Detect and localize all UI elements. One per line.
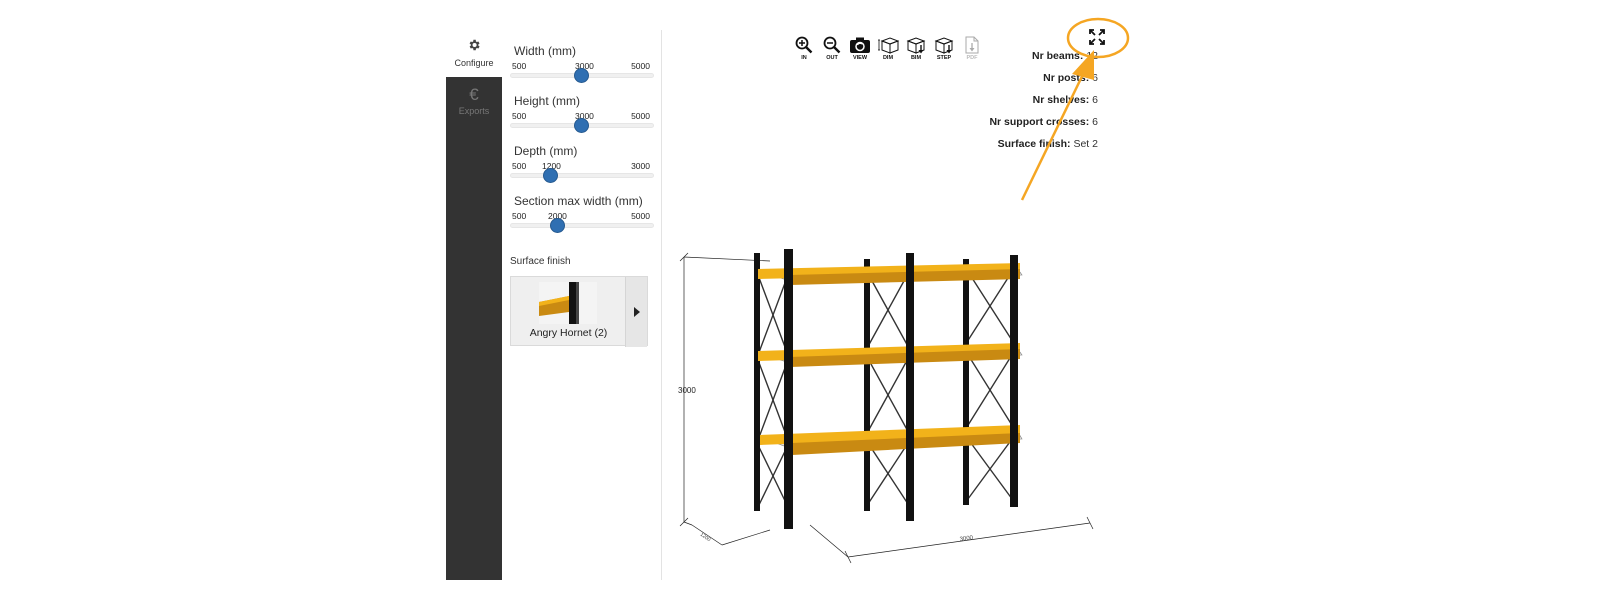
surface-finish-label: Surface finish xyxy=(510,256,571,267)
section-width-slider-group: Section max width (mm) 500 2000 5000 xyxy=(510,194,654,233)
step-button[interactable]: STEP xyxy=(932,36,956,61)
section-width-slider-title: Section max width (mm) xyxy=(514,194,643,208)
stat-beams-value: 12 xyxy=(1086,50,1098,62)
camera-icon xyxy=(850,37,870,53)
pdf-button[interactable]: PDF xyxy=(960,36,984,61)
width-max-label: 5000 xyxy=(631,61,650,71)
section-width-value-label: 2000 xyxy=(548,211,567,221)
height-slider-title: Height (mm) xyxy=(514,94,581,108)
stat-beams-label: Nr beams: xyxy=(1032,50,1084,62)
bim-label: BIM xyxy=(910,55,922,61)
euro-icon: € xyxy=(469,85,479,104)
height-min-label: 500 xyxy=(512,111,527,121)
zoom-out-button[interactable]: OUT xyxy=(820,36,844,61)
surface-finish-next-button[interactable] xyxy=(625,277,647,347)
height-slider-group: Height (mm) 500 3000 5000 xyxy=(510,94,654,133)
stat-surface-finish-label: Surface finish: xyxy=(997,138,1071,150)
width-min-label: 500 xyxy=(512,61,527,71)
gear-icon xyxy=(446,38,502,56)
depth-min-label: 500 xyxy=(512,161,527,171)
bim-download-icon xyxy=(906,37,926,54)
tab-exports-label: Exports xyxy=(458,106,490,116)
height-slider[interactable] xyxy=(510,118,654,133)
section-width-min-label: 500 xyxy=(512,211,527,221)
view-button[interactable]: VIEW xyxy=(848,36,872,61)
rack-3d-viewer[interactable]: 3000 3000 1200 xyxy=(670,245,1110,565)
depth-slider-title: Depth (mm) xyxy=(514,144,578,158)
stat-posts-label: Nr posts: xyxy=(1043,72,1090,84)
height-max-label: 5000 xyxy=(631,111,650,121)
zoom-out-label: OUT xyxy=(826,55,838,61)
stat-surface-finish-value: Set 2 xyxy=(1073,138,1098,150)
bim-button[interactable]: BIM xyxy=(904,36,928,61)
stat-support-crosses-value: 6 xyxy=(1092,116,1098,128)
depth-value-label: 1200 xyxy=(542,161,561,171)
stat-beams: Nr beams: 12 xyxy=(989,50,1098,72)
sidebar: Configure € Exports xyxy=(446,0,502,580)
depth-max-label: 3000 xyxy=(631,161,650,171)
stat-posts: Nr posts: 6 xyxy=(989,72,1098,94)
pdf-download-icon xyxy=(965,36,979,54)
surface-finish-thumbnail xyxy=(539,282,597,324)
zoom-out-icon xyxy=(823,36,841,54)
configuration-stats: Nr beams: 12 Nr posts: 6 Nr shelves: 6 N… xyxy=(989,50,1098,160)
width-value-label: 3000 xyxy=(575,61,594,71)
height-dimension-label: 3000 xyxy=(678,386,696,395)
width-slider[interactable] xyxy=(510,68,654,83)
tab-exports[interactable]: € Exports xyxy=(446,86,502,132)
surface-finish-name: Angry Hornet (2) xyxy=(529,327,608,339)
width-dimension-label: 3000 xyxy=(959,535,974,543)
zoom-in-icon xyxy=(795,36,813,54)
width-slider-group: Width (mm) 500 3000 5000 xyxy=(510,44,654,83)
stat-shelves-value: 6 xyxy=(1092,94,1098,106)
dim-label: DIM xyxy=(882,55,894,61)
configure-panel: Width (mm) 500 3000 5000 Height (mm) 500… xyxy=(502,30,662,580)
stat-support-crosses-label: Nr support crosses: xyxy=(989,116,1090,128)
sidebar-background xyxy=(446,77,502,580)
dimension-box-icon xyxy=(878,37,899,54)
fullscreen-button[interactable] xyxy=(1089,29,1111,49)
section-width-max-label: 5000 xyxy=(631,211,650,221)
stat-surface-finish: Surface finish: Set 2 xyxy=(989,138,1098,160)
section-width-slider-handle[interactable] xyxy=(550,218,566,233)
surface-finish-selector[interactable]: Angry Hornet (2) xyxy=(510,276,648,347)
width-slider-handle[interactable] xyxy=(574,68,589,83)
depth-slider[interactable] xyxy=(510,168,654,183)
tab-configure-label: Configure xyxy=(454,58,494,68)
zoom-in-button[interactable]: IN xyxy=(792,36,816,61)
stat-shelves-label: Nr shelves: xyxy=(1032,94,1090,106)
expand-icon xyxy=(1089,29,1105,45)
depth-slider-handle[interactable] xyxy=(542,168,558,183)
section-width-slider[interactable] xyxy=(510,218,654,233)
height-slider-handle[interactable] xyxy=(574,118,589,133)
tab-configure[interactable]: Configure xyxy=(446,38,502,84)
pdf-label: PDF xyxy=(966,55,978,61)
depth-dimension-label: 1200 xyxy=(699,532,712,543)
dim-button[interactable]: DIM xyxy=(876,36,900,61)
view-label: VIEW xyxy=(852,55,868,61)
step-download-icon xyxy=(934,37,954,54)
width-slider-title: Width (mm) xyxy=(514,44,576,58)
stat-shelves: Nr shelves: 6 xyxy=(989,94,1098,116)
step-label: STEP xyxy=(936,55,952,61)
zoom-in-label: IN xyxy=(801,55,807,61)
height-value-label: 3000 xyxy=(575,111,594,121)
stat-support-crosses: Nr support crosses: 6 xyxy=(989,116,1098,138)
rack-render: 3000 3000 1200 xyxy=(678,249,1094,564)
stat-posts-value: 6 xyxy=(1092,72,1098,84)
depth-slider-group: Depth (mm) 500 1200 3000 xyxy=(510,144,654,183)
